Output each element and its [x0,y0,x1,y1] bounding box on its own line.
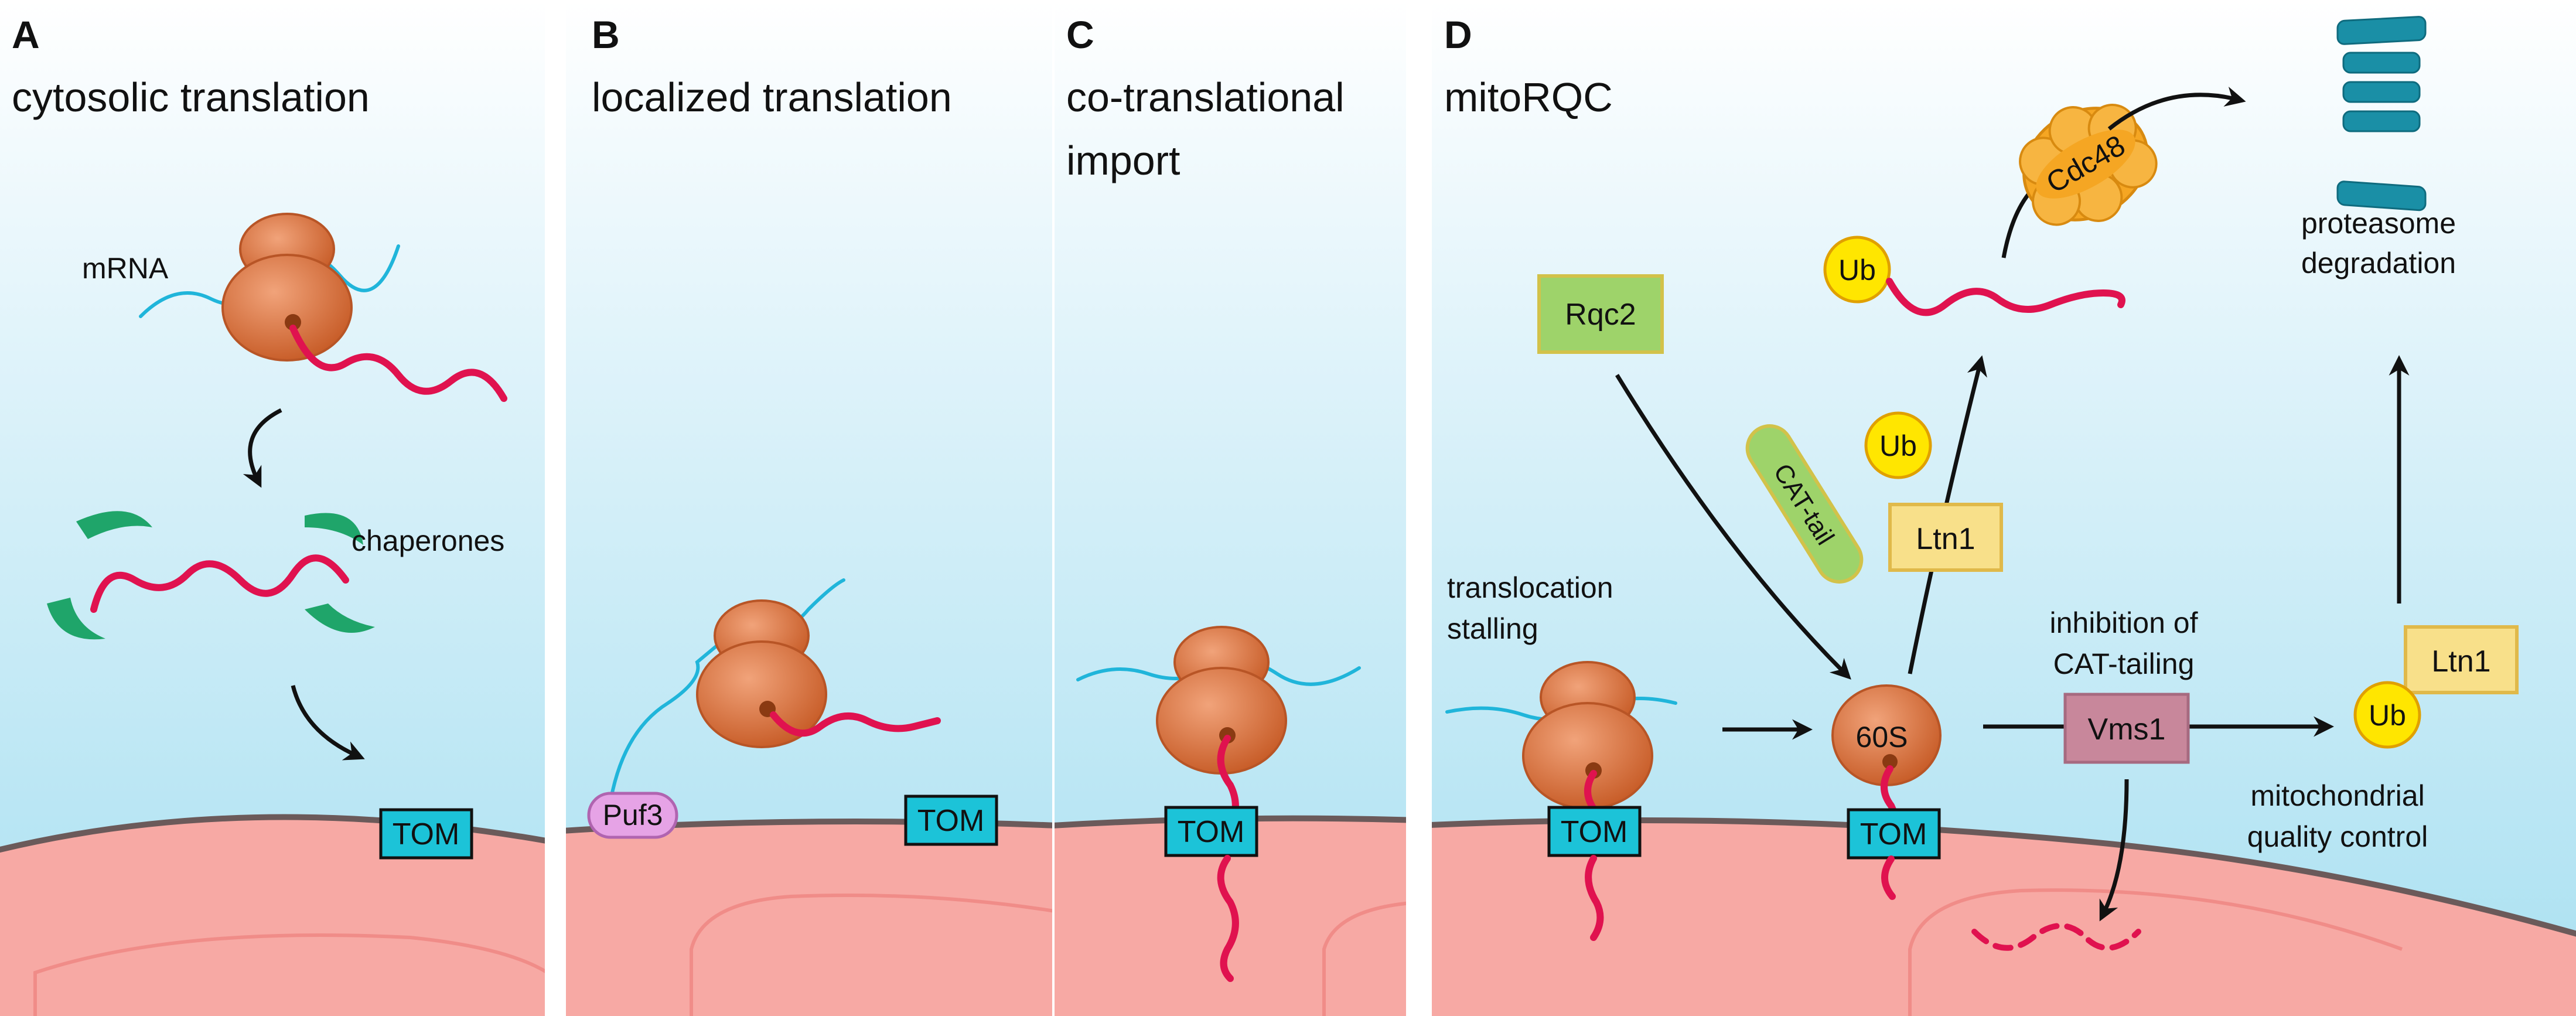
ltn1-box: Ltn1 [1888,503,2003,572]
panel-title-line2: import [1066,138,1180,183]
stalled-peptide-inner [1585,855,1604,941]
panel-c: TOM C co-translational import [1055,0,1406,1016]
ubiquitin: Ub [1864,411,1932,479]
tom-label: TOM [393,817,460,851]
tom-complex: TOM [1847,808,1941,860]
panel-letter: C [1066,13,1094,56]
rqc2-label: Rqc2 [1565,298,1636,332]
vms1-box: Vms1 [2063,693,2190,764]
degraded-peptide [1971,923,2141,951]
proteasome-label-line2: degradation [2301,247,2456,279]
mqc-arrow [2099,779,2129,922]
tom-label: TOM [1178,815,1245,849]
tom-label: TOM [1561,815,1628,849]
chaperones [47,511,375,640]
panel-letter: B [592,13,620,56]
mrna-label: mRNA [82,252,169,285]
tom-complex: TOM [904,795,998,846]
nascent-peptide [289,325,507,402]
ubiquitin: Ub [2353,681,2421,749]
import-arrow [291,685,365,761]
chaperones-label: chaperones [352,524,504,557]
proteasome-arrow [2107,86,2246,131]
cdc48-complex: Cdc48 [2019,104,2158,226]
mqc-label-line2: quality control [2247,820,2428,853]
ltn1-label: Ltn1 [1916,522,1975,556]
ub-label: Ub [1879,429,1917,462]
folding-arrow [243,408,282,488]
mrna-strand [608,578,845,810]
panel-title: localized translation [592,74,952,120]
vms1-label: Vms1 [2088,712,2166,746]
puf3-protein: Puf3 [587,792,678,839]
panel-title: cytosolic translation [12,74,370,120]
proteasome-icon [2336,16,2427,212]
imported-peptide [1217,855,1239,982]
proteasome-label-line1: proteasome [2301,207,2456,240]
nascent-peptide [770,711,941,737]
inhibition-label-line2: CAT-tailing [2053,647,2195,680]
panel-d: TOM 60S TOM Rqc2 CAT-tail Ltn1 [1432,0,2576,1016]
tom-complex: TOM [1164,806,1258,857]
unfolded-peptide [90,554,349,613]
ubiquitin: Ub [1823,236,1891,304]
ub-label: Ub [1838,254,1876,287]
tom-complex: TOM [1547,806,1642,857]
tom-label: TOM [1860,817,1927,851]
ubiquitinated-peptide [1886,278,2125,316]
inhibition-label-line1: inhibition of [2050,606,2198,639]
ub-label: Ub [2369,699,2406,732]
ribosome-60s-label: 60S [1856,721,1908,754]
panel-title-line1: co-translational [1066,74,1345,120]
stalling-label-line2: stalling [1447,612,1538,645]
panel-letter: D [1444,13,1472,56]
rqc2-box: Rqc2 [1537,274,1664,354]
ltn1-label: Ltn1 [2431,645,2490,679]
tom-label: TOM [917,804,985,838]
panel-b: Puf3 TOM B localized translation [566,0,1052,1016]
mqc-label-line1: mitochondrial [2250,779,2424,812]
panel-a: TOM A cytosolic translation mRNA chapero… [0,0,545,1016]
rqc2-arrow [1615,374,1851,680]
puf3-label: Puf3 [603,799,663,831]
panel-letter: A [12,13,40,56]
ltn1-box: Ltn1 [2404,625,2519,694]
panel-title: mitoRQC [1444,74,1613,120]
tom-complex: TOM [379,808,473,860]
60s-peptide-inner [1881,855,1896,900]
stalling-label-line1: translocation [1447,571,1613,604]
